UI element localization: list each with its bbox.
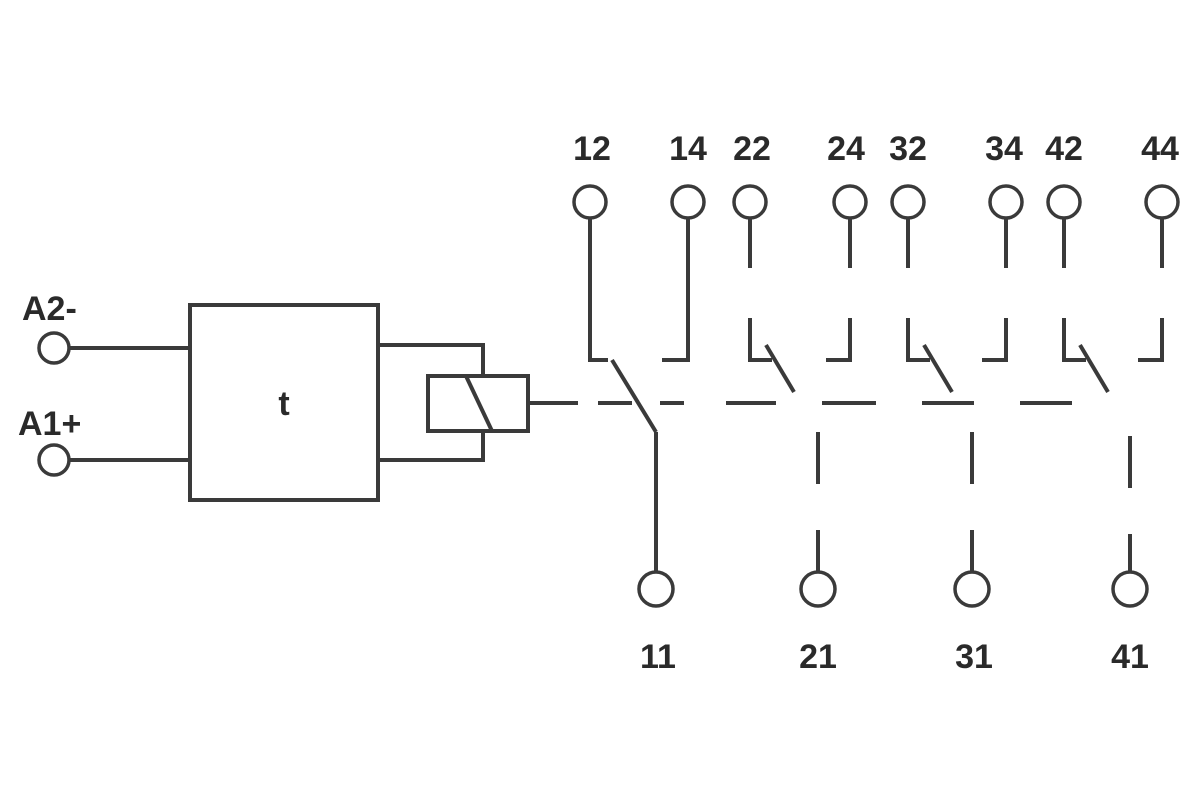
- contact-22-stub: [748, 318, 772, 362]
- terminal-34: [988, 184, 1024, 220]
- terminal-label-22: 22: [733, 130, 771, 168]
- contact-32-stub: [906, 318, 930, 362]
- terminal-a1: [37, 443, 71, 477]
- contact-blade-11: [610, 358, 658, 434]
- terminal-31: [953, 570, 991, 608]
- timer-to-coil-wires: [378, 343, 485, 462]
- contact-blade-41: [1078, 343, 1110, 394]
- terminal-12: [572, 184, 608, 220]
- wire-timer-coil-top: [378, 343, 485, 376]
- terminal-21: [799, 570, 837, 608]
- terminal-label-a1: A1+: [18, 405, 81, 443]
- terminal-22: [732, 184, 768, 220]
- terminal-14: [670, 184, 706, 220]
- terminal-label-32: 32: [889, 130, 927, 168]
- contact-blade-21: [764, 343, 796, 394]
- terminal-42: [1046, 184, 1082, 220]
- timer-block: t: [188, 303, 380, 502]
- terminal-label-14: 14: [669, 130, 707, 168]
- supply-terminals: A2- A1+: [18, 290, 190, 477]
- contact-42-stub: [1062, 318, 1086, 362]
- contact-34-stub: [982, 318, 1008, 362]
- timer-box: [188, 303, 380, 502]
- contact-blade-31: [922, 343, 954, 394]
- relay-coil: [426, 374, 578, 433]
- terminal-label-44: 44: [1141, 130, 1179, 168]
- terminal-11: [637, 570, 675, 608]
- terminal-24: [832, 184, 868, 220]
- contact-set-1: 12 14 11: [572, 130, 707, 676]
- terminal-41: [1111, 570, 1149, 608]
- terminal-label-11: 11: [640, 638, 676, 676]
- wire-12: [588, 218, 608, 362]
- wire-14: [662, 218, 690, 362]
- timer-label: t: [278, 385, 289, 423]
- contact-44-stub: [1138, 318, 1164, 362]
- contact-set-3: 32 34 31: [889, 130, 1024, 676]
- terminal-label-31: 31: [955, 638, 993, 676]
- relay-coil-diagonal: [464, 375, 494, 432]
- contact-24-stub: [826, 318, 852, 362]
- terminal-label-12: 12: [573, 130, 611, 168]
- contact-set-2: 22 24 21: [732, 130, 868, 676]
- terminal-a2: [37, 331, 71, 365]
- terminal-label-24: 24: [827, 130, 865, 168]
- terminal-32: [890, 184, 926, 220]
- terminal-44: [1144, 184, 1180, 220]
- terminal-label-42: 42: [1045, 130, 1083, 168]
- terminal-label-a2: A2-: [22, 290, 77, 328]
- terminal-label-34: 34: [985, 130, 1023, 168]
- terminal-label-41: 41: [1111, 638, 1149, 676]
- terminal-label-21: 21: [799, 638, 837, 676]
- wire-timer-coil-bottom: [378, 431, 485, 462]
- contact-set-4: 42 44 41: [1045, 130, 1180, 676]
